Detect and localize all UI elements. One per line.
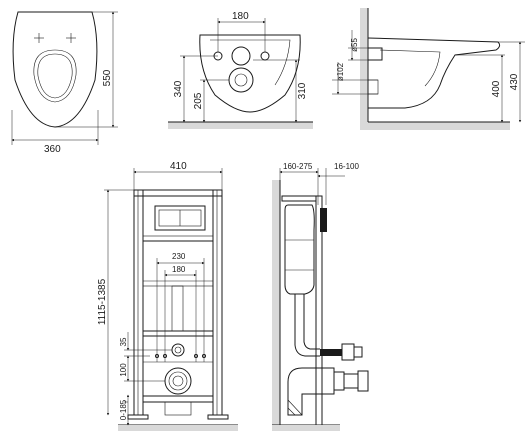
outlet-circle xyxy=(228,67,254,93)
bowl-side-view: ø55 ø102 400 430 xyxy=(332,8,525,130)
inlet-pipe xyxy=(367,47,383,61)
mount-hole-left xyxy=(34,33,44,43)
outlet-elbow xyxy=(287,367,323,416)
bowl-back-view: 180 340 205 310 xyxy=(168,11,313,129)
wall xyxy=(360,8,368,130)
side-wall xyxy=(272,180,280,430)
outlet-offset-label: 100 xyxy=(119,363,128,377)
side-cistern xyxy=(284,204,315,295)
flush-pipe xyxy=(171,285,184,332)
bottom-crossbar xyxy=(142,395,214,403)
bowl-rim xyxy=(37,53,73,99)
stud-spacing-label: 180 xyxy=(232,11,249,22)
stud-outer-label: 230 xyxy=(172,252,186,261)
inlet-connector xyxy=(320,349,342,356)
flush-button xyxy=(320,208,327,232)
bowl-outline xyxy=(12,11,98,128)
length-label: 550 xyxy=(102,69,113,86)
inlet-circle xyxy=(231,46,251,66)
outlet-connector xyxy=(357,370,369,392)
stud-hole-right xyxy=(260,51,270,61)
mount-hole-right xyxy=(66,33,76,43)
inlet-height-label: 310 xyxy=(297,82,308,99)
floor xyxy=(360,122,510,130)
button-offset-label: 16-100 xyxy=(334,162,359,171)
frame-front-view: 410 230 180 xyxy=(97,161,238,431)
flush-plate xyxy=(154,205,206,231)
foot-left xyxy=(127,414,149,420)
foot-height-label: 0-185 xyxy=(119,399,128,420)
floor xyxy=(168,122,313,129)
back-outline xyxy=(199,34,301,113)
outlet-diameter-label: ø102 xyxy=(336,62,345,81)
side-flush-pipe xyxy=(294,294,320,357)
inlet-diameter-label: ø55 xyxy=(350,38,359,52)
stud-height-label: 340 xyxy=(173,80,184,97)
stud-inner-label: 180 xyxy=(172,265,186,274)
side-outline xyxy=(367,37,501,109)
bowl-seat xyxy=(33,49,77,103)
width-label: 360 xyxy=(44,144,61,155)
outlet-height-label: 205 xyxy=(193,92,204,109)
frame-height-label: 1115-1385 xyxy=(97,278,108,325)
top-crossbar xyxy=(133,189,223,197)
top-height-label: 430 xyxy=(509,73,520,90)
foot-right xyxy=(207,414,229,420)
frame-inlet xyxy=(171,343,185,357)
cistern-body xyxy=(142,235,214,287)
depth-label: 160-275 xyxy=(283,162,313,171)
seat-height-label: 400 xyxy=(491,80,502,97)
frame-side-view: 160-275 16-100 xyxy=(272,162,369,431)
offset-label: 35 xyxy=(119,337,128,346)
upright-right xyxy=(212,189,223,416)
frame-width-label: 410 xyxy=(170,161,187,172)
bowl-top-view: 360 550 xyxy=(11,11,118,155)
mid-crossbar xyxy=(142,330,214,337)
